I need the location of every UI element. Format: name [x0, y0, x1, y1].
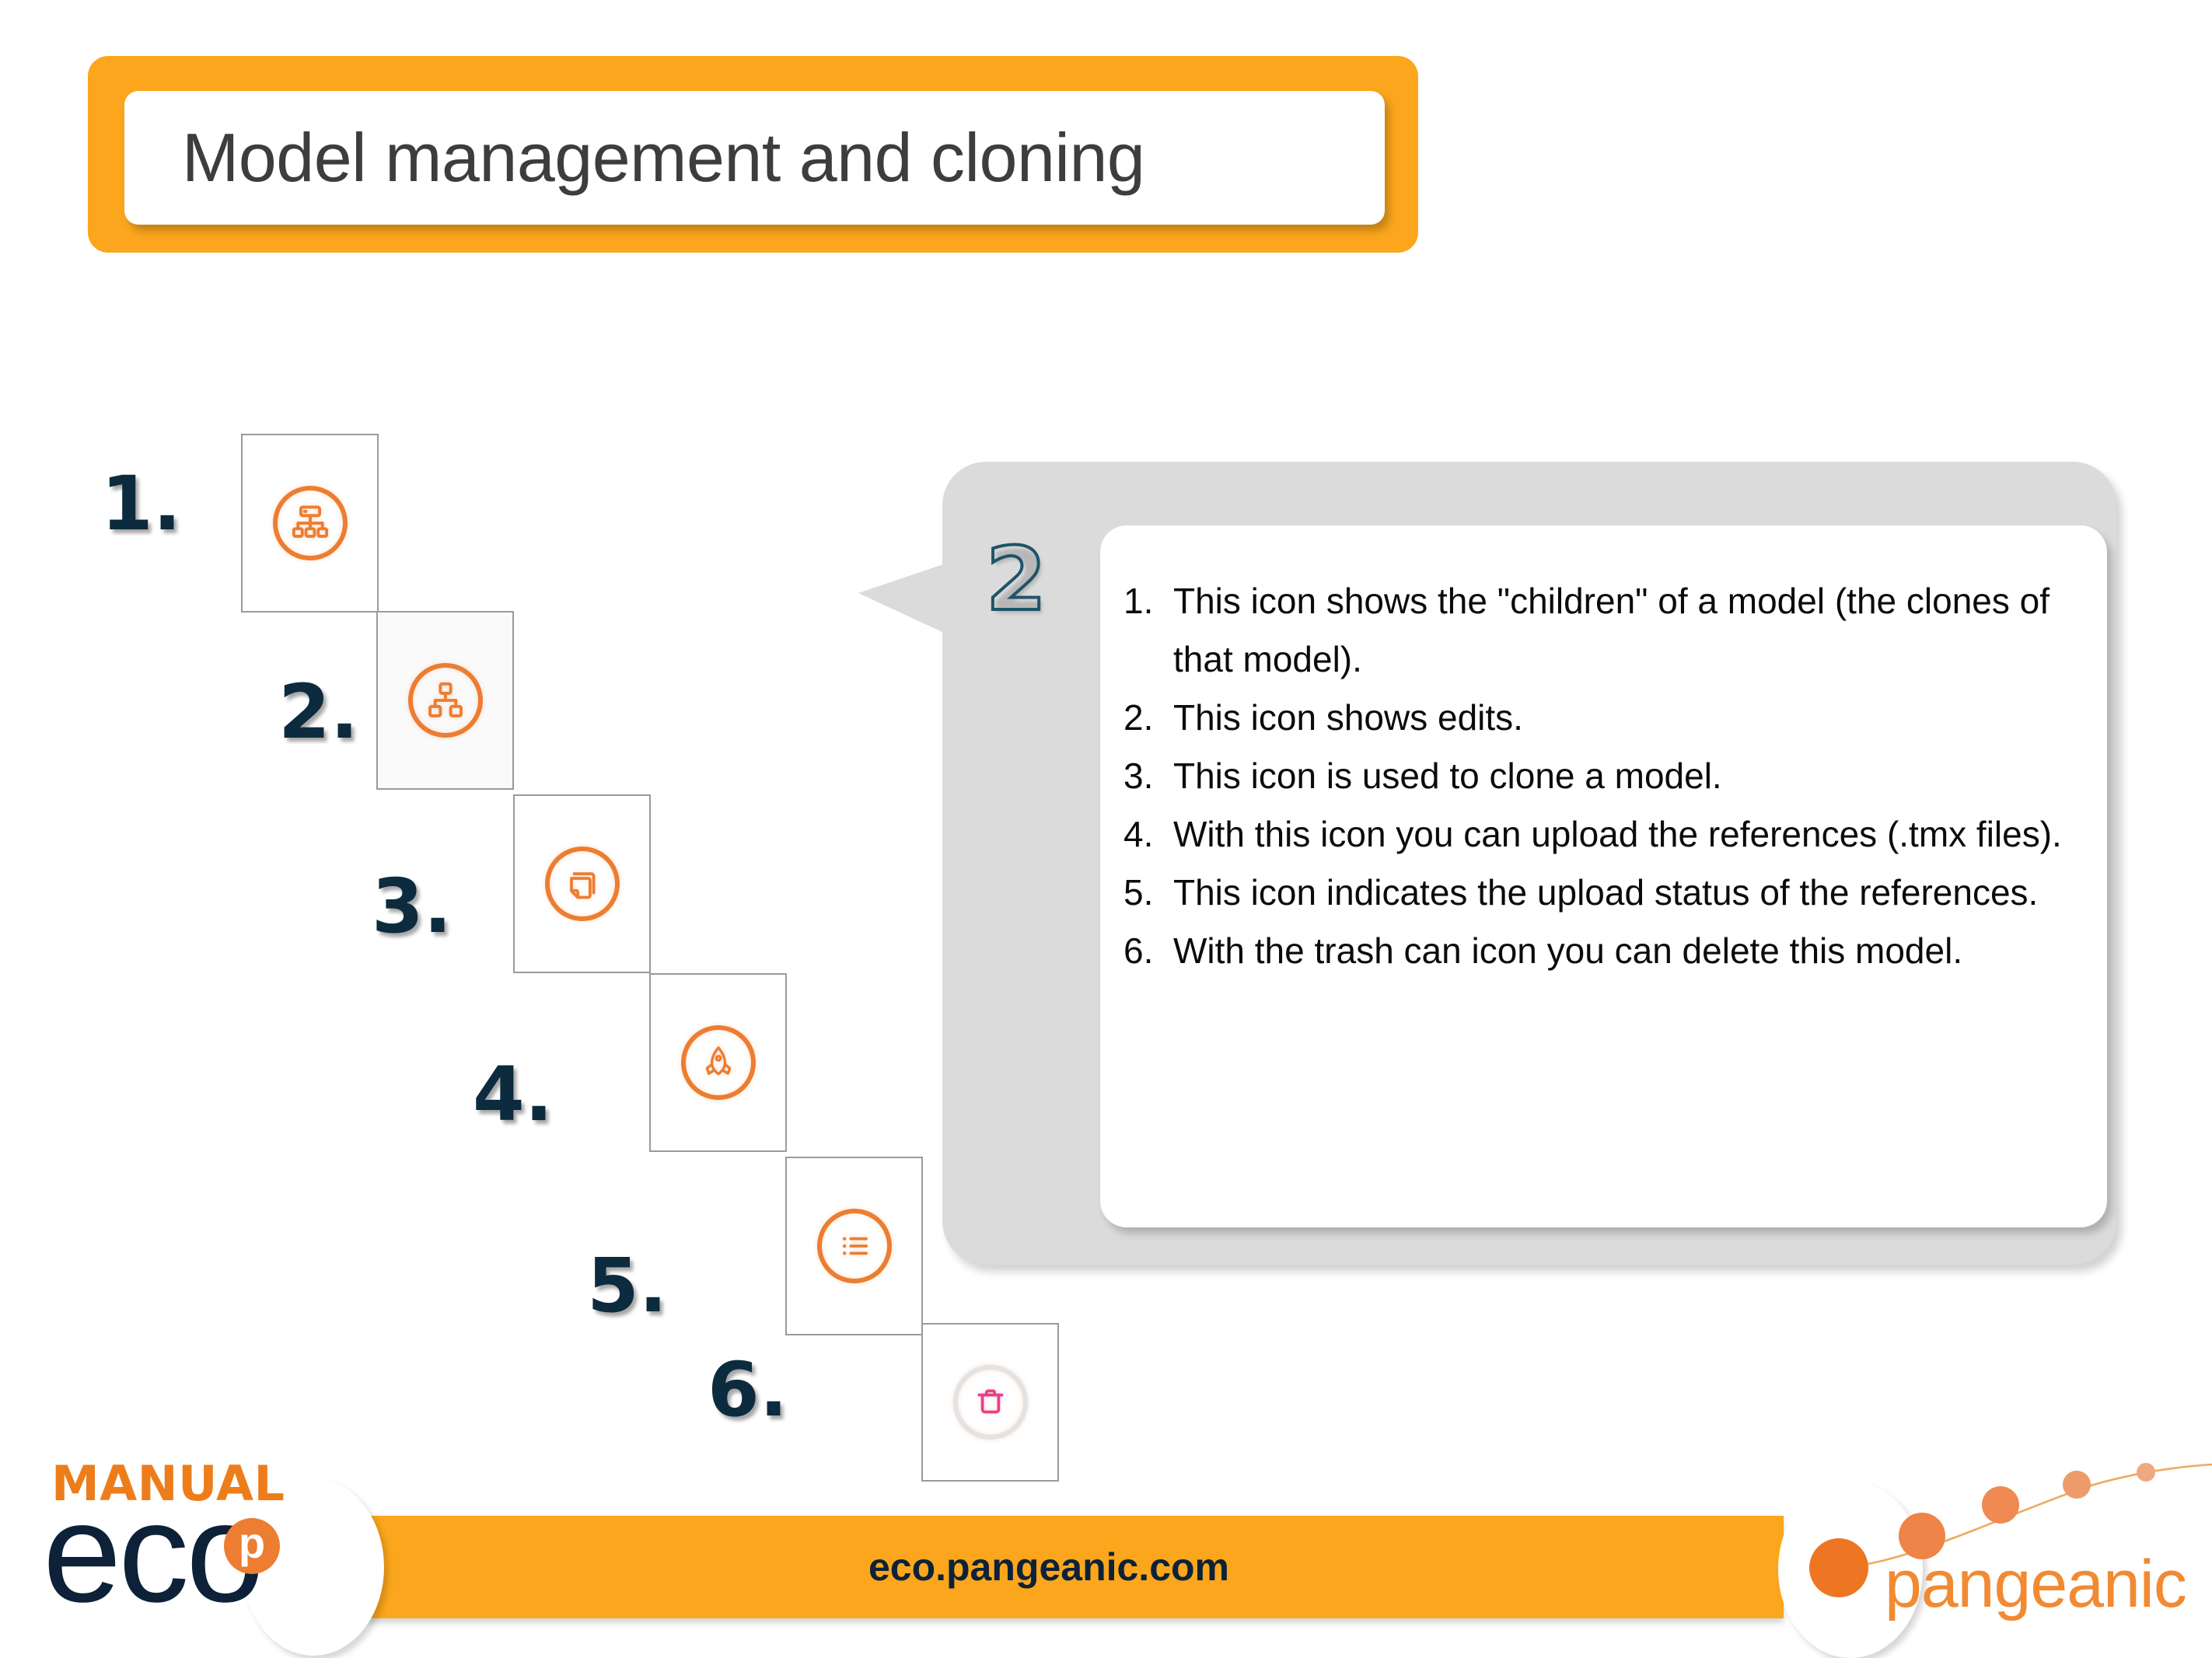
title-card: Model management and cloning — [124, 91, 1385, 225]
step-number-3: 3. — [372, 863, 453, 950]
pangeanic-dots-icon — [1809, 1463, 2212, 1597]
footer-bar — [314, 1516, 1784, 1618]
screenshot-box-6[interactable] — [921, 1323, 1059, 1482]
screenshot-box-5[interactable] — [785, 1157, 923, 1335]
callout-marker: 2 — [984, 529, 1048, 630]
rocket-upload-icon[interactable] — [680, 1025, 756, 1100]
trash-can-icon[interactable] — [952, 1365, 1028, 1440]
callout-tail — [858, 564, 945, 634]
screenshot-box-4[interactable] — [649, 973, 787, 1152]
callout-card: This icon shows the "children" of a mode… — [1100, 525, 2107, 1227]
hierarchy-edit-icon[interactable] — [407, 663, 483, 738]
footer-url[interactable]: eco.pangeanic.com — [868, 1545, 1230, 1589]
list-item: With this icon you can upload the refere… — [1123, 805, 2062, 864]
manual-label: MANUAL — [51, 1455, 285, 1512]
eco-p-badge-letter: p — [238, 1518, 266, 1567]
step-number-2: 2. — [278, 668, 359, 756]
list-item: This icon indicates the upload status of… — [1123, 864, 2039, 922]
list-item: This icon is used to clone a model. — [1123, 747, 1722, 805]
list-item: This icon shows the "children" of a mode… — [1123, 572, 2050, 679]
list-item: This icon shows edits. — [1123, 689, 1523, 747]
step-number-4: 4. — [473, 1051, 554, 1138]
list-item: With the trash can icon you can delete t… — [1123, 922, 1963, 980]
pangeanic-brand-text: pangeanic — [1885, 1547, 2187, 1621]
list-status-icon[interactable] — [816, 1209, 892, 1283]
screenshot-box-1[interactable] — [241, 434, 379, 613]
step-number-5: 5. — [587, 1242, 668, 1329]
step-number-6: 6. — [708, 1346, 788, 1433]
page-title: Model management and cloning — [182, 119, 1145, 196]
step-number-1: 1. — [101, 460, 182, 547]
clone-copy-icon[interactable] — [544, 846, 620, 921]
screenshot-box-3[interactable] — [513, 794, 651, 973]
eco-p-badge-icon: p — [224, 1518, 280, 1574]
sitemap-icon[interactable] — [272, 486, 348, 560]
screenshot-box-2[interactable] — [376, 611, 514, 790]
callout-list: This icon shows the "children" of a mode… — [1117, 572, 2065, 980]
